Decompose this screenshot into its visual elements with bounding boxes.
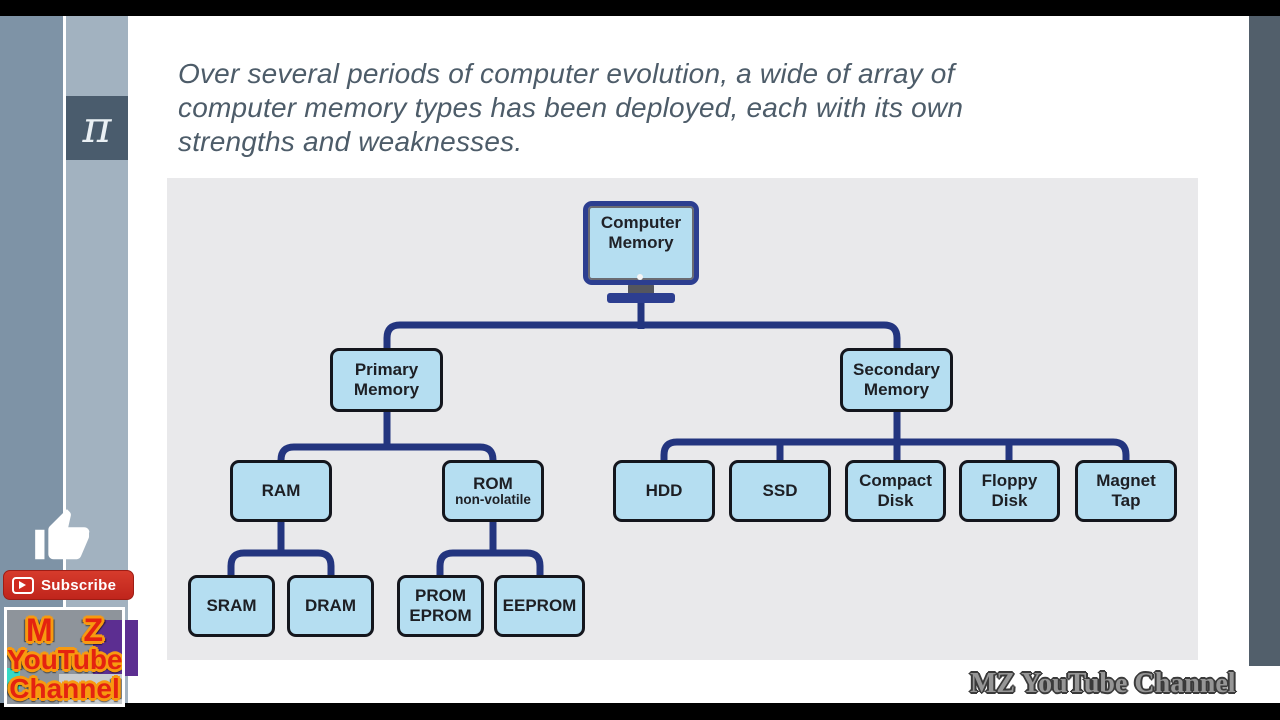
node-label: DRAM [305, 596, 356, 616]
node-computer-memory: Computer Memory [583, 201, 699, 285]
node-eeprom: EEPROM [494, 575, 585, 637]
right-sidebar-column [1249, 16, 1280, 666]
logo-initials: M Z [25, 612, 104, 648]
node-label: Primary Memory [353, 360, 420, 399]
node-label: SSD [762, 481, 798, 501]
top-letterbox-bar [0, 0, 1280, 16]
logo-light-block [59, 674, 122, 704]
node-magnet-tap: Magnet Tap [1075, 460, 1177, 522]
intro-paragraph: Over several periods of computer evoluti… [178, 57, 1078, 159]
node-label: Magnet Tap [1096, 471, 1156, 510]
intro-line: computer memory types has been deployed,… [178, 92, 964, 123]
pi-symbol: π [82, 102, 112, 153]
node-prom-eprom: PROM EPROM [397, 575, 484, 637]
node-label: Secondary Memory [853, 360, 940, 399]
subscribe-label: Subscribe [41, 576, 117, 594]
node-secondary-memory: Secondary Memory [840, 348, 953, 412]
node-label: ROM [473, 473, 513, 493]
node-label: EEPROM [502, 596, 577, 616]
logo-channel-text: Channel [9, 673, 120, 704]
node-label: Floppy Disk [981, 471, 1038, 510]
node-label: Computer Memory [600, 213, 682, 252]
logo-teal-block [7, 668, 20, 689]
node-label: RAM [261, 481, 301, 501]
node-rom: ROM non-volatile [442, 460, 544, 522]
node-label: PROM EPROM [409, 586, 472, 625]
node-ram: RAM [230, 460, 332, 522]
node-compact-disk: Compact Disk [845, 460, 946, 522]
node-subtitle: non-volatile [455, 492, 531, 508]
node-ssd: SSD [729, 460, 831, 522]
logo-youtube-text: YouTube [7, 644, 123, 675]
subscribe-button[interactable]: Subscribe [3, 570, 134, 600]
node-dram: DRAM [287, 575, 374, 637]
node-label: Compact Disk [859, 471, 932, 510]
monitor-power-led [637, 274, 643, 280]
node-hdd: HDD [613, 460, 715, 522]
monitor-stand-base [607, 293, 675, 303]
intro-line: Over several periods of computer evoluti… [178, 58, 955, 89]
logo-purple-tab [125, 620, 138, 676]
node-sram: SRAM [188, 575, 275, 637]
watermark-text: MZ YouTube Channel [970, 668, 1236, 699]
node-primary-memory: Primary Memory [330, 348, 443, 412]
intro-line: strengths and weaknesses. [178, 126, 523, 157]
node-label: HDD [645, 481, 683, 501]
channel-logo[interactable]: M Z YouTube Channel [4, 607, 125, 707]
bottom-letterbox-bar [0, 703, 1280, 720]
logo-purple-block [93, 620, 122, 678]
thumbs-up-icon[interactable] [30, 505, 92, 567]
pi-logo: π [66, 96, 128, 160]
node-floppy-disk: Floppy Disk [959, 460, 1060, 522]
node-label: SRAM [206, 596, 257, 616]
play-icon [12, 576, 34, 594]
